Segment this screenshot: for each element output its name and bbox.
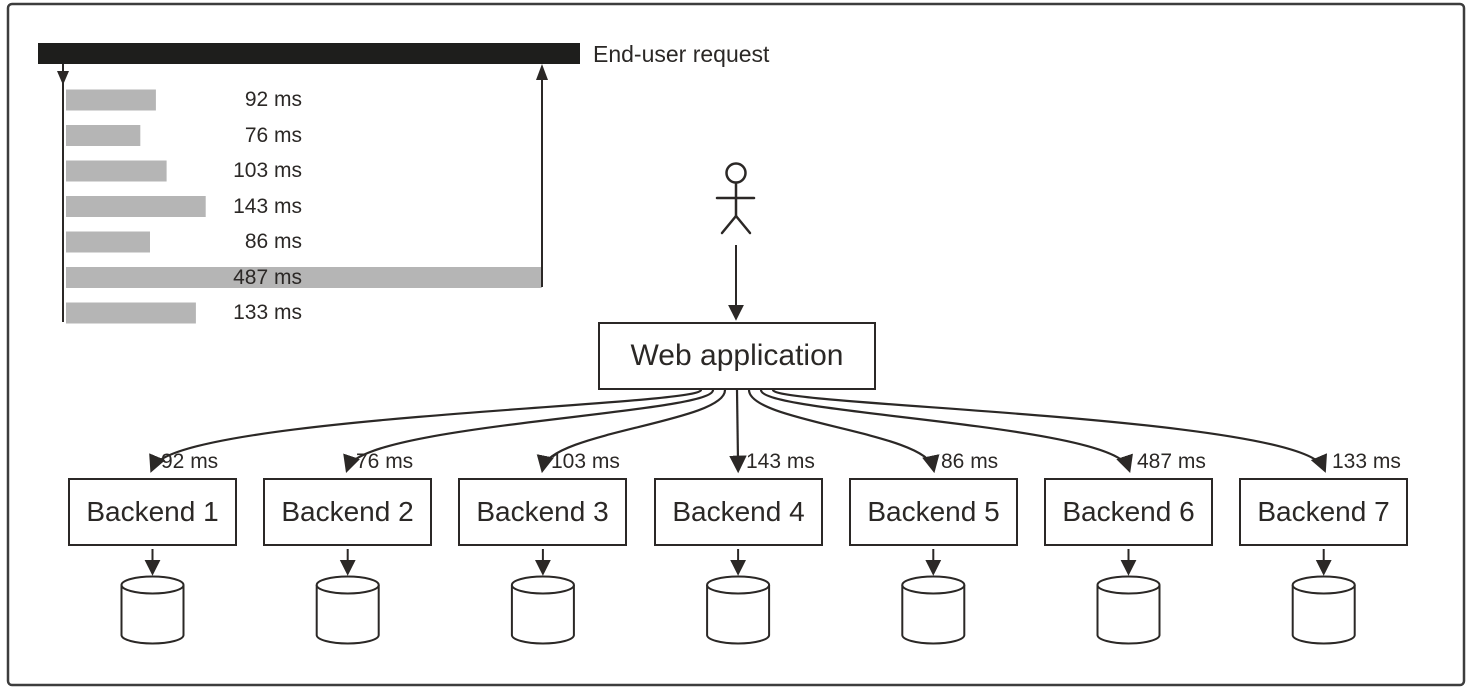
backend-label: Backend 3 [476, 496, 609, 527]
timeline-latency-label: 76 ms [244, 123, 302, 147]
database-cylinder-top [901, 575, 966, 595]
timeline-latency-label: 487 ms [233, 265, 302, 289]
database-cylinder-icon [706, 585, 771, 645]
database-cylinder-top [706, 575, 771, 595]
backend-box-3: Backend 3 [458, 478, 627, 546]
timeline-latency-label: 103 ms [233, 159, 302, 182]
up-arrowhead-icon [536, 64, 548, 80]
backend-latency-label: 143 ms [746, 450, 815, 473]
timeline-latency-label: 143 ms [233, 194, 302, 218]
backend-box-7: Backend 7 [1239, 478, 1408, 546]
end-user-request-label: End-user request [593, 41, 770, 67]
stick-figure-leg [720, 214, 738, 235]
database-cylinder-icon [120, 585, 185, 645]
database-cylinder-icon [1291, 585, 1356, 645]
backend-latency-label: 487 ms [1137, 450, 1206, 473]
webapp-to-backend-arrow [771, 388, 1327, 473]
database-cylinder-top [1291, 575, 1356, 595]
database-cylinder-icon [510, 585, 575, 645]
backend-box-5: Backend 5 [849, 478, 1018, 546]
backend-latency-label: 76 ms [356, 450, 414, 473]
timeline-latency-label: 92 ms [244, 88, 302, 111]
backend-latency-label: 103 ms [551, 450, 620, 473]
webapp-to-backend-arrow [729, 389, 747, 474]
latency-bar [66, 160, 167, 182]
timeline-latency-label: 86 ms [244, 230, 302, 253]
backend-label: Backend 5 [867, 496, 1000, 527]
backend-label: Backend 1 [86, 496, 219, 527]
latency-bar [66, 125, 141, 146]
web-application-box: Web application [598, 322, 876, 390]
backend-label: Backend 6 [1062, 496, 1195, 527]
backend-box-6: Backend 6 [1044, 478, 1213, 546]
stick-figure-icon [725, 162, 747, 184]
database-cylinder-top [120, 575, 185, 595]
database-cylinder-top [1096, 575, 1161, 595]
backend-box-2: Backend 2 [263, 478, 432, 546]
database-cylinder-top [315, 575, 380, 595]
backend-latency-label: 133 ms [1332, 450, 1401, 473]
database-cylinder-top [510, 575, 575, 595]
latency-bar [66, 89, 156, 111]
stick-figure-leg [734, 214, 752, 235]
backend-label: Backend 2 [281, 496, 414, 527]
backend-box-4: Backend 4 [654, 478, 823, 546]
database-cylinder-icon [901, 585, 966, 645]
down-arrowhead-icon [57, 71, 69, 85]
backend-label: Backend 7 [1257, 496, 1390, 527]
latency-bar [66, 267, 542, 288]
backend-latency-label: 92 ms [161, 450, 219, 473]
web-application-label: Web application [630, 339, 844, 372]
database-cylinder-icon [315, 585, 380, 645]
backend-latency-label: 86 ms [941, 450, 999, 473]
timeline-latency-label: 133 ms [233, 301, 302, 324]
latency-bar [66, 231, 150, 253]
backend-box-1: Backend 1 [68, 478, 237, 546]
backend-label: Backend 4 [672, 496, 805, 527]
end-user-request-bar [38, 43, 580, 64]
database-cylinder-icon [1096, 585, 1161, 645]
